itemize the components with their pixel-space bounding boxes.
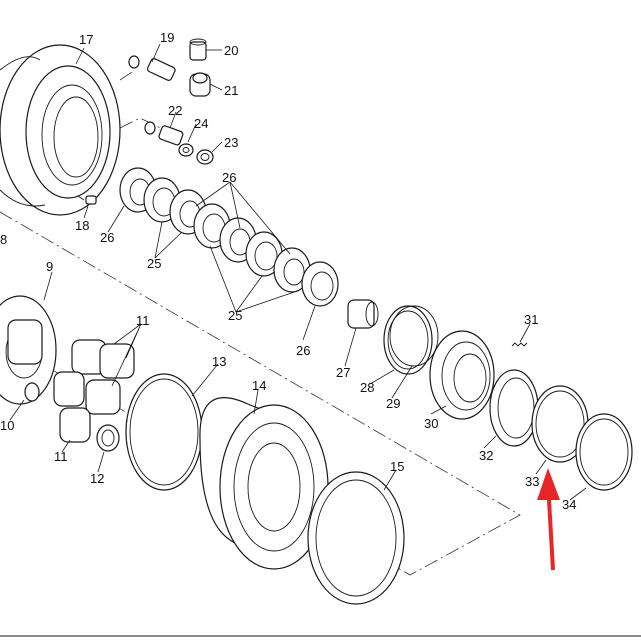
callout-23: 23 <box>224 135 238 150</box>
part-13-ring <box>125 373 203 491</box>
part-28-ring <box>383 305 433 375</box>
part-9-ring-gear <box>0 295 57 405</box>
callout-13: 13 <box>212 354 226 369</box>
leader-lines <box>9 43 587 501</box>
callout-25-mid: 25 <box>228 308 242 323</box>
callout-29: 29 <box>386 396 400 411</box>
callout-30: 30 <box>424 416 438 431</box>
part-11-planet-gears <box>53 339 135 443</box>
callout-22: 22 <box>168 103 182 118</box>
callout-8: 8 <box>0 232 7 247</box>
callout-14: 14 <box>252 378 266 393</box>
callout-labels: 17 19 20 21 22 24 23 26 18 26 25 8 9 11 … <box>0 30 576 512</box>
callout-12: 12 <box>90 471 104 486</box>
part-18-bolt <box>77 195 97 205</box>
callout-31: 31 <box>524 312 538 327</box>
callout-28: 28 <box>360 380 374 395</box>
callout-21: 21 <box>224 83 238 98</box>
part-14-drum <box>199 397 329 570</box>
callout-19: 19 <box>160 30 174 45</box>
callout-24: 24 <box>194 116 208 131</box>
callout-15: 15 <box>390 459 404 474</box>
part-10-small-ring <box>24 382 40 402</box>
part-32-seal <box>489 369 539 447</box>
arrow-head <box>537 468 560 500</box>
part-27-sun-gear <box>347 299 379 329</box>
part-19-fitting <box>128 55 176 81</box>
part-23-plug <box>196 149 214 165</box>
part-24-washer <box>178 143 194 157</box>
part-22-fitting <box>144 121 184 146</box>
part-21-elbow <box>189 72 211 97</box>
part-20-plug <box>189 38 207 61</box>
callout-10: 10 <box>0 418 14 433</box>
part-30-hub <box>429 330 495 420</box>
callout-26-left: 26 <box>100 230 114 245</box>
highlight-arrow <box>537 468 560 571</box>
part-17-housing <box>0 44 121 216</box>
callout-11-bottom: 11 <box>54 449 68 464</box>
callout-9: 9 <box>46 259 53 274</box>
part-12-washer <box>96 424 120 452</box>
callout-11-top: 11 <box>136 313 150 328</box>
part-29-ring <box>389 305 439 367</box>
part-34-ring <box>575 413 633 491</box>
callout-32: 32 <box>479 448 493 463</box>
callout-33: 33 <box>525 474 539 489</box>
arrow-shaft <box>547 499 555 571</box>
callout-25-left: 25 <box>147 256 161 271</box>
callout-17: 17 <box>79 32 93 47</box>
callout-34: 34 <box>562 497 576 512</box>
callout-26-right: 26 <box>296 343 310 358</box>
part-31-spring <box>511 342 528 347</box>
callout-20: 20 <box>224 43 238 58</box>
part-15-seal-ring <box>307 471 405 605</box>
part-25-separator-plate-d <box>301 261 339 307</box>
callout-27: 27 <box>336 365 350 380</box>
callout-18: 18 <box>75 218 89 233</box>
callout-26-top: 26 <box>222 170 236 185</box>
